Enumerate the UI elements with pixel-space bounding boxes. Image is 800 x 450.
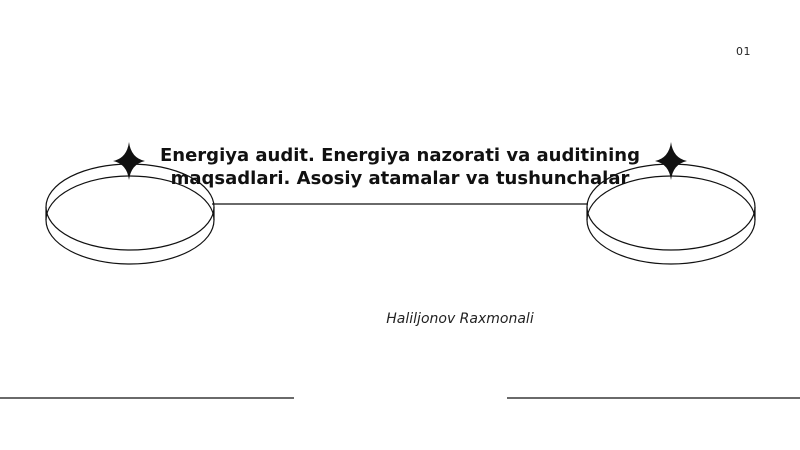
page-number: 01 xyxy=(736,45,751,58)
sparkle-star-icon xyxy=(655,142,687,180)
slide-title: Energiya audit. Energiya nazorati va aud… xyxy=(150,144,650,190)
title-line: Energiya audit. Energiya nazorati va aud… xyxy=(159,145,640,166)
sparkle-star-icon xyxy=(113,142,145,180)
author-name: Haliljonov Raxmonali xyxy=(386,311,534,327)
title-line: maqsadlari. Asosiy atamalar va tushuncha… xyxy=(170,168,630,189)
